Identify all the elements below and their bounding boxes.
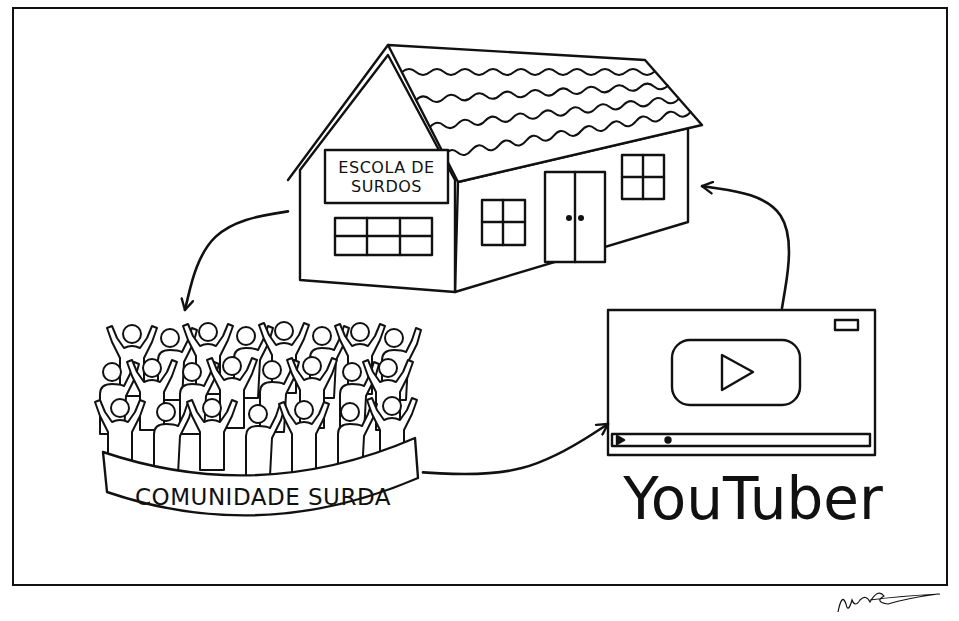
side-window: [622, 155, 664, 199]
flow-arrow: [423, 424, 608, 474]
youtube-node: YouTuber: [608, 308, 898, 540]
crowd-banner: [103, 438, 418, 515]
school-sign-text: ESCOLA DE SURDOS: [325, 150, 448, 203]
video-player: [608, 310, 875, 455]
flow-arrow: [185, 211, 288, 310]
community-node: COMUNIDADE SURDA: [78, 310, 423, 542]
banner-text: COMUNIDADE SURDA: [108, 482, 418, 512]
front-window: [335, 218, 432, 255]
signature: [838, 593, 940, 612]
crowd: [95, 322, 421, 515]
channel-label: YouTuber: [608, 466, 898, 532]
door: [545, 172, 605, 262]
frame-border: [13, 8, 947, 585]
school-building: [288, 45, 702, 292]
school-sign: [325, 150, 448, 203]
roof-tiles: [402, 69, 691, 155]
side-window: [482, 200, 525, 245]
flow-arrow: [702, 186, 789, 308]
school-node: ESCOLA DE SURDOS: [288, 40, 702, 292]
